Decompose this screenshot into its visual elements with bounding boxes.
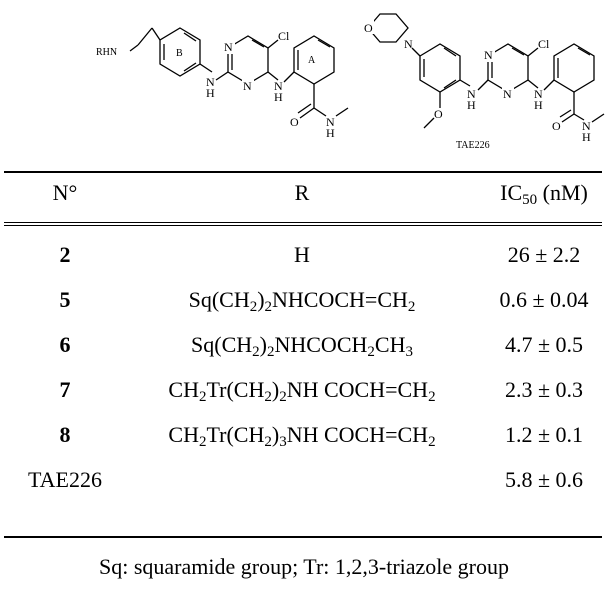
r-nh2-n: N bbox=[534, 87, 543, 101]
compound-number: 8 bbox=[59, 422, 71, 447]
ic50-value: 2.3 ± 0.3 bbox=[504, 377, 584, 402]
amide-n-left: N bbox=[326, 115, 335, 129]
ic50-value: 26 ± 2.2 bbox=[507, 242, 581, 267]
table-top-rule bbox=[4, 171, 602, 173]
header-rule-2 bbox=[4, 225, 602, 226]
header-ic50: IC50 (nM) bbox=[500, 180, 588, 208]
compound-name-tae226: TAE226 bbox=[456, 140, 490, 151]
nh2-n: N bbox=[274, 79, 283, 93]
r-nh1-h: H bbox=[467, 98, 476, 112]
cl-right: Cl bbox=[538, 37, 550, 51]
methoxy-o: O bbox=[434, 107, 443, 121]
table-footnote: Sq: squaramide group; Tr: 1,2,3-triazole… bbox=[98, 554, 509, 579]
r-nh2-h: H bbox=[534, 98, 543, 112]
nh2-h: H bbox=[274, 90, 283, 104]
pyr-n-bottom: N bbox=[243, 79, 252, 93]
amide-h-right: H bbox=[582, 130, 591, 144]
header-rule-1 bbox=[4, 222, 602, 223]
r-group: CH2Tr(CH2)3NH COCH=CH2 bbox=[168, 422, 436, 450]
r-nh1-n: N bbox=[467, 87, 476, 101]
r-group: Sq(CH2)2NHCOCH=CH2 bbox=[188, 287, 416, 315]
rhn-label: RHN bbox=[96, 47, 117, 58]
compound-number: 2 bbox=[59, 242, 71, 267]
ic50-value: 1.2 ± 0.1 bbox=[504, 422, 584, 447]
structures-svg: RHN B N H N N Cl N H A bbox=[96, 13, 605, 151]
r-pyr-n-top: N bbox=[484, 48, 493, 62]
ring-b bbox=[159, 27, 201, 77]
r-pyr-n-bottom: N bbox=[503, 87, 512, 101]
left-structure: RHN B N H N N Cl N H A bbox=[96, 27, 349, 140]
benzamide-ring bbox=[553, 43, 595, 93]
header-number: N° bbox=[52, 180, 78, 205]
compound-number: TAE226 bbox=[27, 467, 102, 492]
ic50-value: 4.7 ± 0.5 bbox=[504, 332, 584, 357]
compound-number: 7 bbox=[59, 377, 71, 402]
r-group: Sq(CH2)2NHCOCH2CH3 bbox=[191, 332, 413, 360]
compound-number: 6 bbox=[59, 332, 71, 357]
pyr-n-top: N bbox=[224, 40, 233, 54]
compound-number: 5 bbox=[59, 287, 71, 312]
morpholine-ring bbox=[367, 13, 409, 43]
cl-left: Cl bbox=[278, 29, 290, 43]
header-r-group: R bbox=[294, 180, 310, 205]
amide-h-left: H bbox=[326, 126, 335, 140]
chemical-structures-figure: RHN B N H N N Cl N H A bbox=[0, 0, 608, 165]
right-structure: O N O N H N N Cl N H bbox=[364, 13, 605, 151]
table-bottom-rule bbox=[4, 536, 602, 538]
ring-a-label: A bbox=[308, 55, 316, 66]
ic50-value: 0.6 ± 0.04 bbox=[499, 287, 589, 312]
morpholine-n: N bbox=[404, 37, 413, 51]
methoxyphenyl-ring bbox=[419, 43, 461, 93]
ic50-value: 5.8 ± 0.6 bbox=[504, 467, 584, 492]
amide-o-left: O bbox=[290, 115, 299, 129]
morpholine-o: O bbox=[364, 21, 373, 35]
amide-n-right: N bbox=[582, 119, 591, 133]
nh1-n: N bbox=[206, 75, 215, 89]
ring-b-label: B bbox=[176, 48, 183, 59]
r-group: CH2Tr(CH2)2NH COCH=CH2 bbox=[168, 377, 436, 405]
amide-o-right: O bbox=[552, 119, 561, 133]
r-group: H bbox=[294, 242, 310, 267]
nh1-h: H bbox=[206, 86, 215, 100]
